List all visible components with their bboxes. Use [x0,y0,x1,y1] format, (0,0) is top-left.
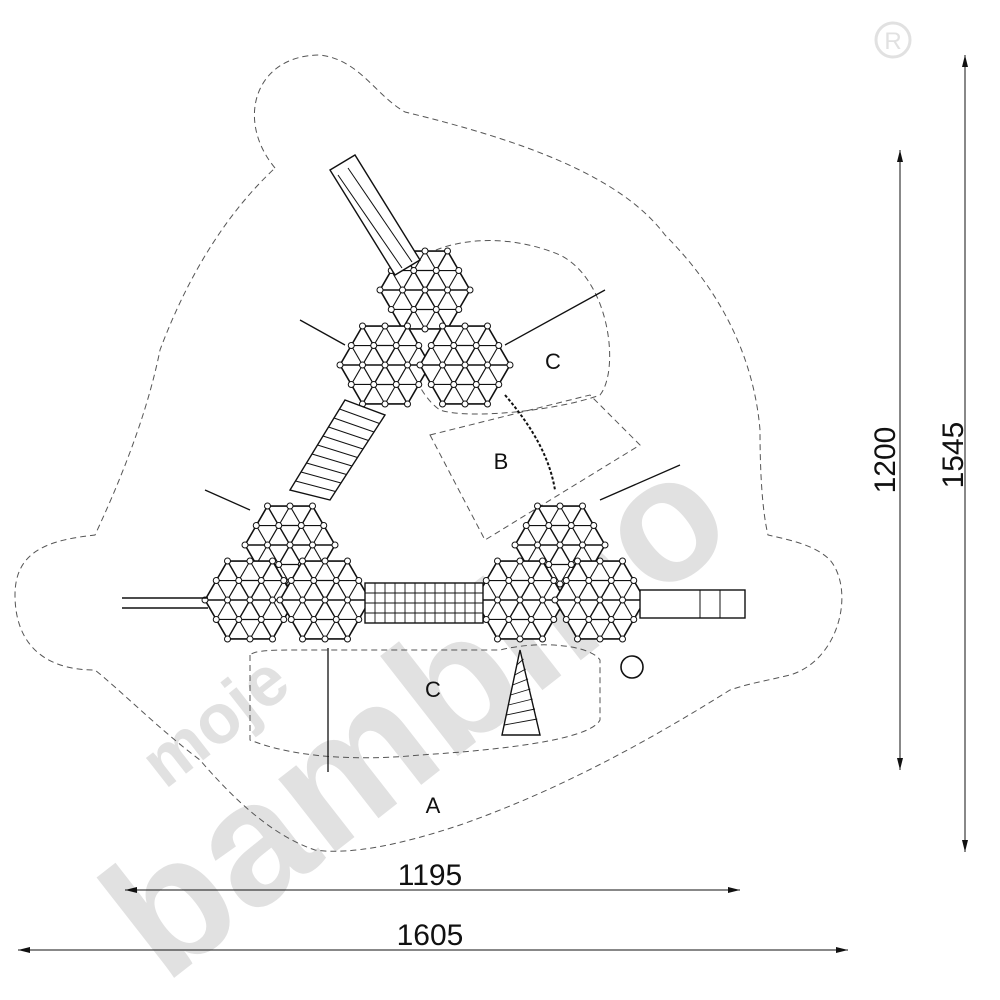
slide-top [329,154,421,276]
support-rod [599,464,681,501]
dimension-inner-height-label: 1200 [869,427,902,494]
zone-label-a: A [426,793,441,818]
slide-right [639,589,746,619]
hex-module-right-2 [471,557,569,643]
svg-text:R: R [884,28,901,55]
dimension-inner-width-label: 1195 [398,859,463,892]
support-rod [204,489,251,511]
watermark-registered-mark: R [874,21,912,59]
brand-watermark: moje bambino R [68,21,912,1000]
hex-module-left-3 [276,557,374,643]
dimension-inner-height: 1200 [869,150,903,770]
play-structure [122,154,746,772]
ladder-bridge-left [288,399,387,501]
rope-connector [504,394,556,491]
dimension-outer-height: 1545 [937,55,970,852]
zone-label-c-lower: C [425,677,441,702]
hex-module-left-2 [201,557,299,643]
climbing-net-triangle [501,649,541,736]
zone-label-b: B [494,449,509,474]
zone-label-c-upper: C [545,349,561,374]
hex-module-top-3 [416,322,514,408]
net-bridge-bottom [364,582,484,624]
hex-module-top-2 [336,322,434,408]
fireman-poles-left [122,597,208,609]
dimension-outer-width: 1605 [18,919,848,953]
support-rod [299,319,346,346]
dimension-inner-width: 1195 [125,859,740,893]
support-rod [504,289,606,346]
zone-b-area [429,394,641,541]
outer-safety-zone [14,54,843,852]
dimension-outer-height-label: 1545 [937,422,970,489]
zone-c-lower-area [249,644,601,759]
ring-handle [620,655,644,679]
dimension-outer-width-label: 1605 [397,919,464,952]
